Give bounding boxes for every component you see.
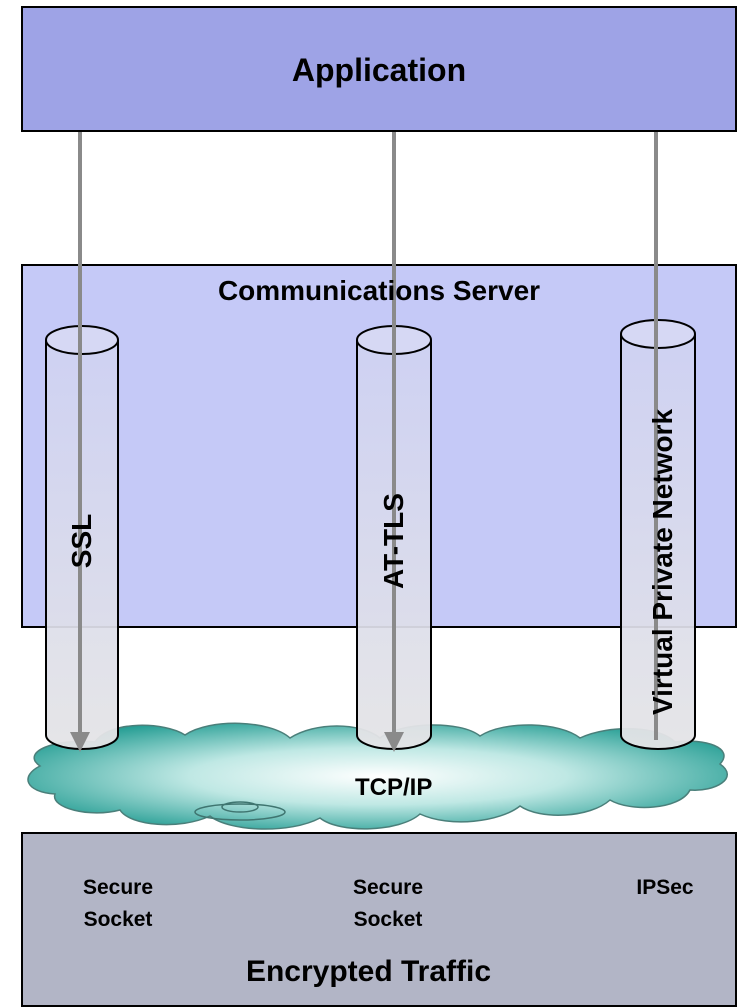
encrypted-traffic-layer <box>21 832 737 1007</box>
ipsec-sublabel: IPSec <box>636 876 694 899</box>
tcpip-cloud <box>27 722 728 830</box>
encrypted-traffic-title: Encrypted Traffic <box>245 955 492 988</box>
attls-label: AT-TLS <box>378 493 409 589</box>
application-title: Application <box>291 52 467 88</box>
ssl-sublabel: Secure Socket <box>82 876 154 931</box>
communications-server-title: Communications Server <box>217 275 541 306</box>
vpn-label: Virtual Private Network <box>647 408 678 716</box>
ssl-label: SSL <box>66 513 97 569</box>
application-layer <box>21 6 737 132</box>
attls-sublabel: Secure Socket <box>352 876 424 931</box>
tcpip-label: TCP/IP <box>355 774 433 801</box>
